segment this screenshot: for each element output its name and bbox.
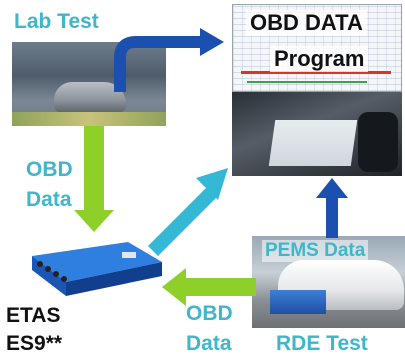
program-red-line bbox=[241, 71, 391, 74]
arrow-pems-to-interior-shaft bbox=[326, 196, 338, 238]
arrow-rde-to-etas-head bbox=[162, 268, 186, 306]
arrow-pems-to-interior-head bbox=[316, 178, 348, 198]
pems-device bbox=[270, 290, 326, 314]
arrow-lab-to-etas-head bbox=[74, 210, 114, 232]
arrow-lab-to-program-head bbox=[200, 28, 224, 56]
car-interior-photo bbox=[232, 92, 402, 176]
program-green-line bbox=[247, 81, 367, 83]
obd-data-left-line2: Data bbox=[26, 188, 72, 211]
etas-device-photo bbox=[26, 228, 166, 298]
arrow-etas-to-interior-shaft bbox=[148, 186, 218, 256]
arrow-etas-to-interior-head bbox=[196, 168, 228, 200]
arrow-lab-to-etas-shaft bbox=[84, 126, 104, 212]
car-seat bbox=[358, 112, 398, 172]
obd-data-title: OBD DATA bbox=[246, 10, 367, 36]
obd-data-bottom-line2: Data bbox=[186, 332, 232, 355]
obd-data-bottom-line1: OBD bbox=[186, 302, 233, 325]
etas-label-line2: ES9** bbox=[6, 332, 63, 355]
etas-label-line1: ETAS bbox=[6, 304, 61, 327]
arrow-lab-to-program bbox=[114, 36, 200, 92]
program-title: Program bbox=[270, 46, 369, 72]
obd-data-left-line1: OBD bbox=[26, 158, 73, 181]
arrow-rde-to-etas-shaft bbox=[184, 278, 256, 296]
dyno-floor bbox=[12, 112, 166, 126]
pems-data-label: PEMS Data bbox=[262, 240, 369, 262]
rde-test-label: RDE Test bbox=[276, 332, 368, 355]
lab-test-label: Lab Test bbox=[14, 10, 99, 33]
etas-device-icon bbox=[32, 242, 162, 296]
lab-test-photo bbox=[12, 42, 166, 126]
